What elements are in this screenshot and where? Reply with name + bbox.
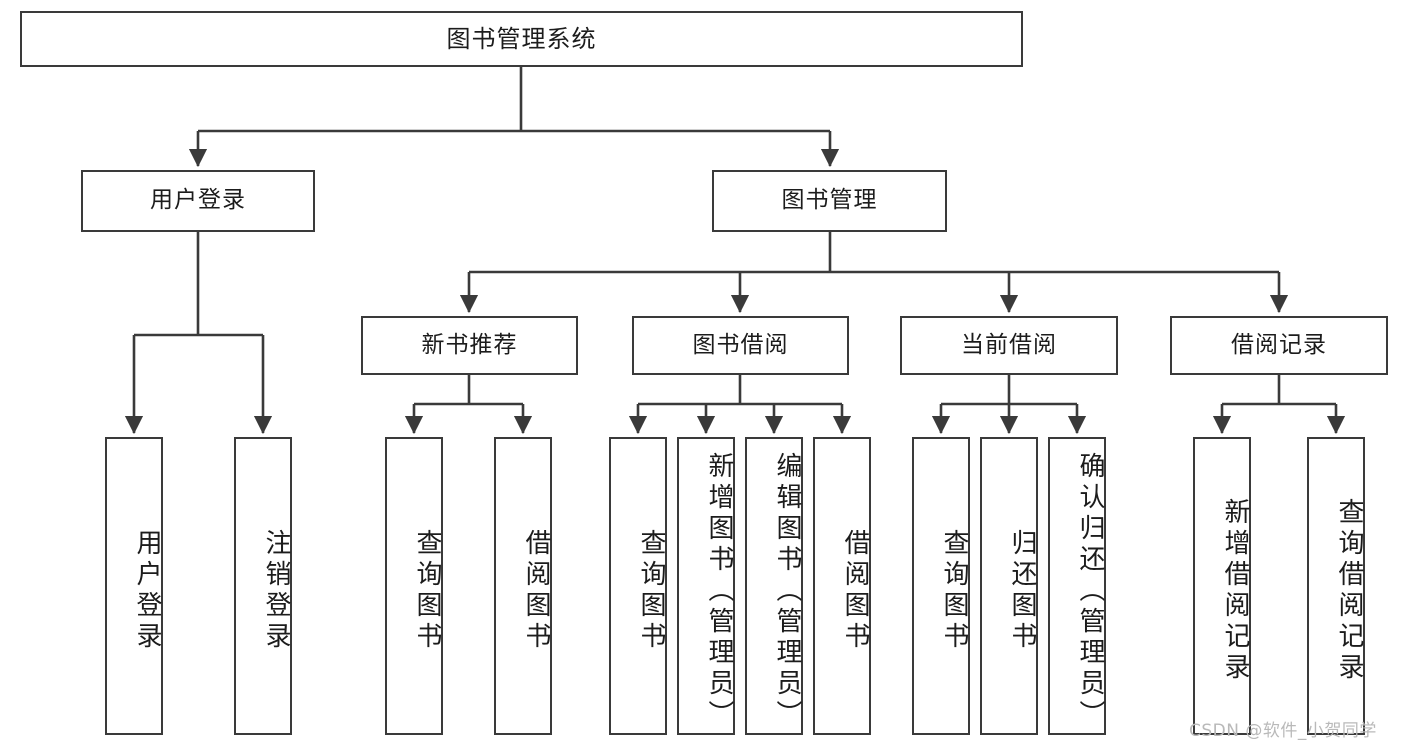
leaf-borrow-book-2[interactable]: 借阅图书 bbox=[813, 437, 871, 735]
leaf-query-record[interactable]: 查询借阅记录 bbox=[1307, 437, 1365, 735]
leaf-confirm-return-label: 确认归还（管理员） bbox=[1075, 451, 1105, 731]
node-book-manage-label: 图书管理 bbox=[781, 187, 878, 214]
node-user-login[interactable]: 用户登录 bbox=[81, 170, 315, 232]
leaf-query-book-1[interactable]: 查询图书 bbox=[385, 437, 443, 735]
node-root-system[interactable]: 图书管理系统 bbox=[20, 11, 1023, 67]
leaf-add-record-label: 新增借阅记录 bbox=[1220, 498, 1250, 684]
node-root-label: 图书管理系统 bbox=[446, 24, 597, 53]
leaf-add-record[interactable]: 新增借阅记录 bbox=[1193, 437, 1251, 735]
node-book-borrow[interactable]: 图书借阅 bbox=[632, 316, 849, 375]
csdn-watermark: CSDN @软件_小贺同学 bbox=[1189, 721, 1377, 741]
leaf-confirm-return[interactable]: 确认归还（管理员） bbox=[1048, 437, 1106, 735]
leaf-add-book[interactable]: 新增图书（管理员） bbox=[677, 437, 735, 735]
node-borrow-record[interactable]: 借阅记录 bbox=[1170, 316, 1388, 375]
node-new-book-rec[interactable]: 新书推荐 bbox=[361, 316, 578, 375]
leaf-query-book-3[interactable]: 查询图书 bbox=[912, 437, 970, 735]
leaf-query-book-1-label: 查询图书 bbox=[412, 529, 442, 653]
leaf-add-book-label: 新增图书（管理员） bbox=[704, 451, 734, 731]
leaf-query-book-2[interactable]: 查询图书 bbox=[609, 437, 667, 735]
leaf-logout-label: 注销登录 bbox=[261, 529, 291, 653]
leaf-user-login-label: 用户登录 bbox=[132, 529, 162, 653]
leaf-logout[interactable]: 注销登录 bbox=[234, 437, 292, 735]
node-current-borrow-label: 当前借阅 bbox=[961, 331, 1057, 358]
leaf-query-book-2-label: 查询图书 bbox=[636, 529, 666, 653]
node-user-login-label: 用户登录 bbox=[150, 187, 246, 214]
leaf-query-record-label: 查询借阅记录 bbox=[1334, 498, 1364, 684]
node-book-borrow-label: 图书借阅 bbox=[692, 331, 789, 358]
leaf-edit-book[interactable]: 编辑图书（管理员） bbox=[745, 437, 803, 735]
leaf-borrow-book-1-label: 借阅图书 bbox=[521, 529, 551, 653]
leaf-user-login[interactable]: 用户登录 bbox=[105, 437, 163, 735]
node-borrow-record-label: 借阅记录 bbox=[1231, 331, 1327, 358]
leaf-borrow-book-2-label: 借阅图书 bbox=[840, 529, 870, 653]
leaf-edit-book-label: 编辑图书（管理员） bbox=[772, 451, 802, 731]
node-book-manage[interactable]: 图书管理 bbox=[712, 170, 947, 232]
leaf-query-book-3-label: 查询图书 bbox=[939, 529, 969, 653]
leaf-borrow-book-1[interactable]: 借阅图书 bbox=[494, 437, 552, 735]
node-current-borrow[interactable]: 当前借阅 bbox=[900, 316, 1118, 375]
leaf-return-book-label: 归还图书 bbox=[1007, 529, 1037, 653]
node-new-book-rec-label: 新书推荐 bbox=[421, 331, 518, 358]
leaf-return-book[interactable]: 归还图书 bbox=[980, 437, 1038, 735]
